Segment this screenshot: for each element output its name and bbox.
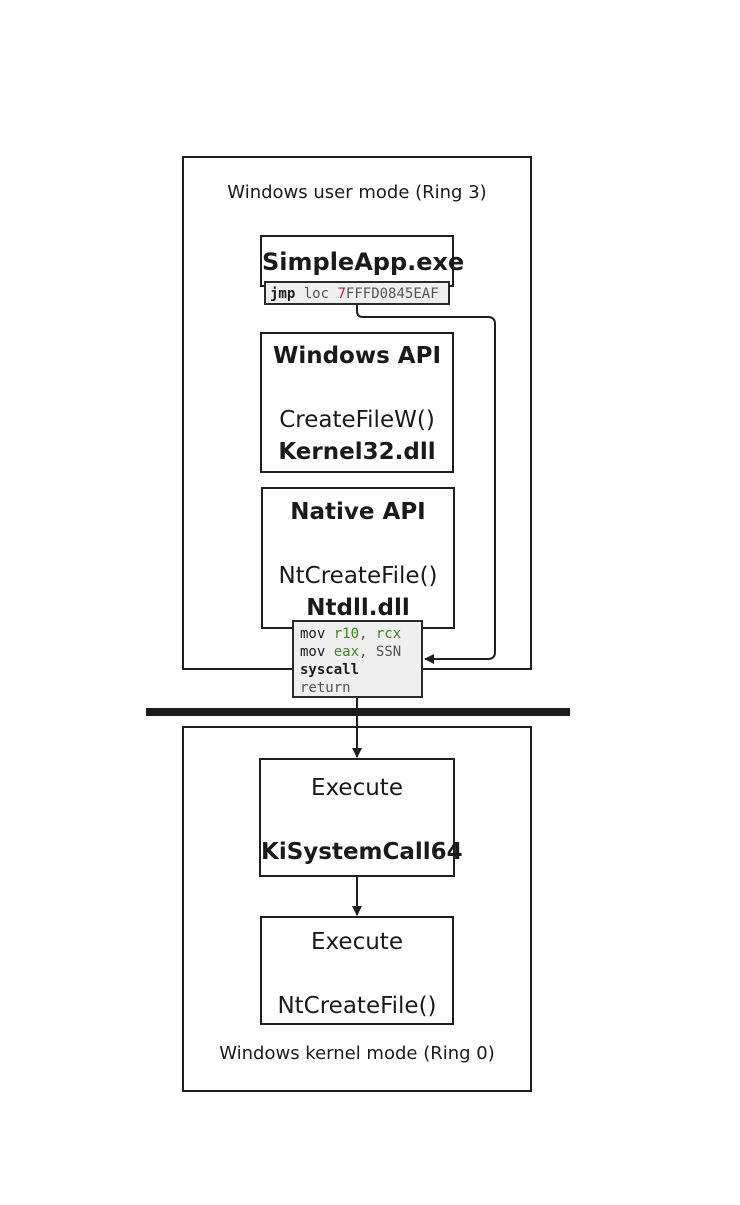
windows-api-box: Windows API CreateFileW() Kernel32.dll [260, 332, 454, 473]
stub-line-3: syscall [300, 662, 360, 678]
jmp-keyword: jmp [270, 286, 296, 302]
kisystemcall64-label: KiSystemCall64 [261, 839, 463, 865]
native-api-title: Native API [290, 499, 426, 525]
native-api-box: Native API NtCreateFile() Ntdll.dll [261, 487, 455, 629]
windows-api-title: Windows API [272, 343, 442, 369]
kernel-ntcreatefile-label: NtCreateFile() [277, 993, 437, 1019]
simpleapp-box: SimpleApp.exe [260, 235, 465, 287]
address-prefix: 7 [337, 286, 346, 302]
kernel-ntcreatefile-box: Execute NtCreateFile() [260, 916, 454, 1025]
createfilew-function: CreateFileW() [279, 407, 435, 433]
simpleapp-title: SimpleApp.exe [262, 248, 465, 276]
kernel-mode-label: Windows kernel mode (Ring 0) [219, 1043, 495, 1064]
jmp-to-stub-arrow [356, 305, 496, 664]
loc-word: loc [303, 286, 330, 302]
user-mode-label: Windows user mode (Ring 3) [227, 182, 487, 203]
kernel-ntcreatefile-execute: Execute [311, 929, 403, 955]
ntcreatefile-function: NtCreateFile() [278, 563, 438, 589]
stub-line-4: return [300, 680, 351, 696]
stub-line-1: mov r10, rcx [300, 626, 402, 642]
stub-line-2: mov eax, SSN [300, 644, 402, 660]
jmp-code-snippet: jmp loc 7FFFD0845EAF [264, 281, 450, 305]
kernel32-dll: Kernel32.dll [278, 439, 436, 465]
ntdll-dll: Ntdll.dll [306, 595, 410, 621]
kisystemcall64-execute: Execute [311, 775, 403, 801]
kisystemcall64-box: Execute KiSystemCall64 [259, 758, 463, 877]
address-rest: FFFD0845EAF [345, 286, 439, 302]
syscall-stub-code: mov r10, rcx mov eax, SSN syscall return [292, 620, 423, 698]
